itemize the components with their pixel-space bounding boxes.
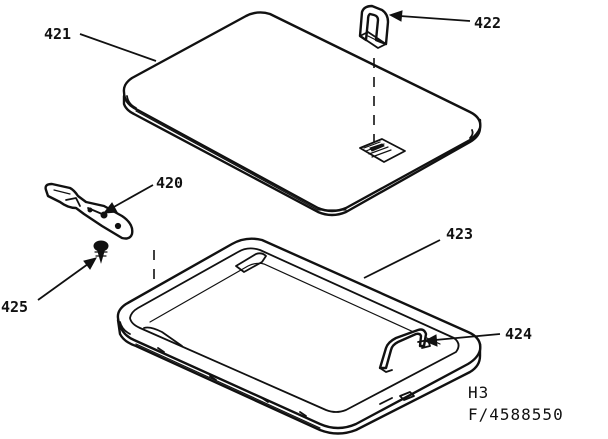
callout-420: 420 [156,174,183,192]
part-421-lid [122,11,482,217]
diagram-code-line-1: H3 [468,383,489,402]
part-420-latch [44,182,134,240]
part-422-handle [358,4,390,49]
callout-422: 422 [474,14,501,32]
callout-425: 425 [1,298,28,316]
callout-424: 424 [505,325,532,343]
callout-leaders [37,10,501,347]
callout-423: 423 [446,225,473,243]
callout-421: 421 [44,25,71,43]
diagram-code-line-2: F/4588550 [468,405,564,424]
part-425-screw [93,240,109,264]
